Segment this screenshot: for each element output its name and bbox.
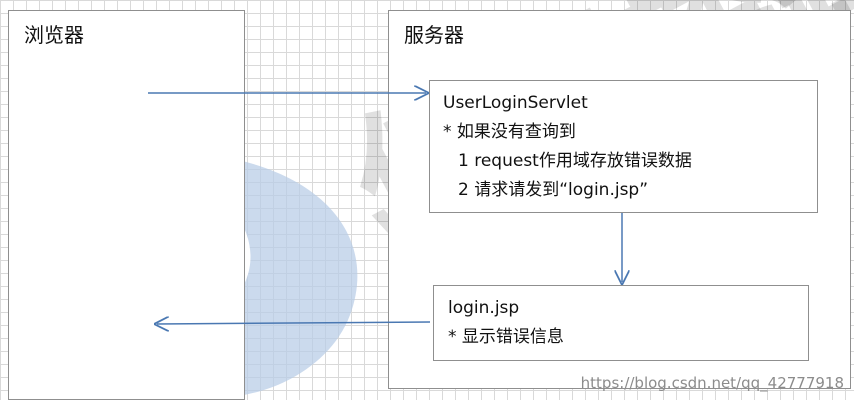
servlet-line-1: * 如果没有查询到: [443, 122, 576, 142]
browser-title: 浏览器: [24, 23, 84, 47]
servlet-line-2: 1 request作用域存放错误数据: [458, 151, 692, 171]
servlet-name: UserLoginServlet: [443, 93, 588, 113]
browser-panel: 浏览器: [8, 10, 245, 400]
source-watermark: https://blog.csdn.net/qq_42777918: [580, 374, 844, 392]
servlet-line-3: 2 请求请发到“login.jsp”: [458, 180, 649, 200]
server-title: 服务器: [404, 23, 464, 47]
jsp-line-1: * 显示错误信息: [448, 327, 564, 347]
servlet-box: UserLoginServlet * 如果没有查询到 1 request作用域存…: [429, 80, 818, 213]
jsp-name: login.jsp: [448, 298, 520, 318]
jsp-box: login.jsp * 显示错误信息: [433, 285, 809, 361]
